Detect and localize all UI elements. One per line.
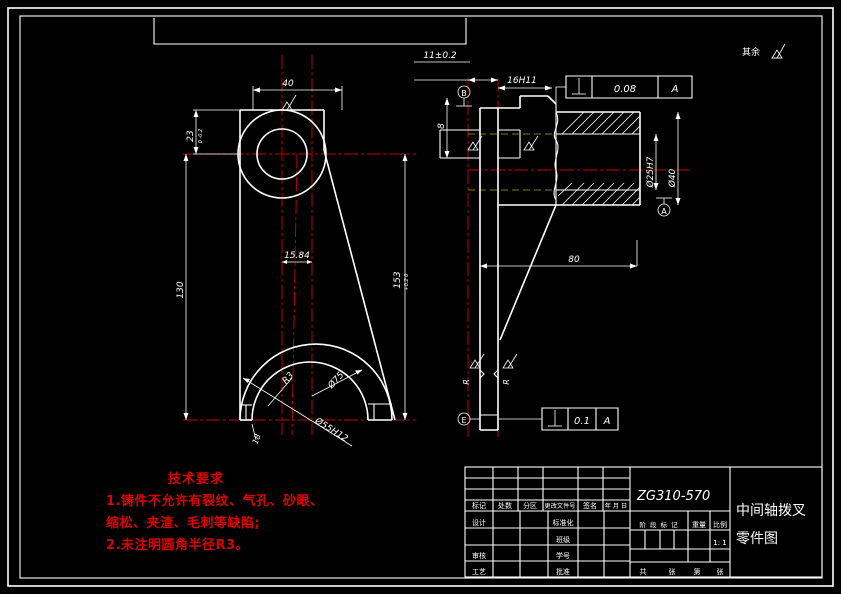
dim-side-length: 80 xyxy=(480,240,638,269)
gdt-bottom-tolerance: 0.1 xyxy=(574,416,590,427)
datum-e-label: E xyxy=(461,416,466,425)
tech-notes-line-2: 2.未注明圆角半径R3。 xyxy=(106,538,250,553)
front-view: 40 23 0 -0.2 130 153 +0.2 0 xyxy=(176,55,415,447)
datum-b-label: B xyxy=(461,89,467,98)
dim-center-offset: 15.84 xyxy=(282,251,312,264)
sheet-row-3: 张 xyxy=(717,567,724,576)
dim-23-tolerance: 0 -0.2 xyxy=(198,129,204,144)
gdt-top-datum: A xyxy=(671,84,679,95)
side-surface-left-label: R xyxy=(462,379,471,385)
stage-grid xyxy=(630,510,730,563)
stage-header-1: 重量 xyxy=(692,521,706,529)
sign-mid-1: 班级 xyxy=(556,535,570,544)
sign-left-0: 设计 xyxy=(472,518,486,527)
sign-mid-0: 标准化 xyxy=(553,518,574,527)
surface-note-label: 其余 xyxy=(742,46,760,58)
sign-mid-2: 学号 xyxy=(556,551,570,560)
dim-dia40-label: Ø40 xyxy=(667,168,678,188)
stage-header-2: 比例 xyxy=(713,520,727,529)
front-view-centerlines xyxy=(183,55,415,436)
tech-notes-line-1: 缩松、夹渣、毛刺等缺陷; xyxy=(106,516,261,531)
gdt-top-tolerance: 0.08 xyxy=(614,84,636,95)
section-hatch-bottom xyxy=(557,182,641,206)
tech-notes-header: 技术要求 xyxy=(168,472,225,487)
sheet-border xyxy=(7,7,834,587)
dim-front-height: 130 xyxy=(176,154,189,420)
stage-header-0: 阶 段 标 记 xyxy=(639,520,678,529)
dim-153-label: 153 xyxy=(393,271,403,288)
side-hidden-lines xyxy=(468,133,640,191)
part-outline xyxy=(239,109,396,421)
dim-18-label: 18 xyxy=(251,433,263,446)
datum-b-symbol: B xyxy=(456,85,472,107)
scale-value: 1: 1 xyxy=(713,539,727,547)
drawing-title-main: 中间轴拨叉 xyxy=(736,503,806,519)
tech-notes-line-0: 1.铸件不允许有裂纹、气孔、砂眼、 xyxy=(106,494,324,509)
side-surface-marks: R R xyxy=(462,135,539,385)
rev-header-0: 标记 xyxy=(472,501,486,510)
rev-header-1: 处数 xyxy=(498,501,512,510)
dim-dia25H7-label: Ø25H7 xyxy=(645,156,656,188)
side-profile xyxy=(439,95,641,431)
rev-header-3: 更改文件号 xyxy=(545,502,576,510)
signature-grid xyxy=(465,511,630,577)
gdt-frame-bottom: 0.1 A xyxy=(498,407,619,431)
surface-finish-note: 其余 xyxy=(742,43,786,59)
datum-a-symbol: A xyxy=(656,197,672,217)
rev-header-4: 签名 xyxy=(583,501,597,510)
dim-side-top: 11±0.2 xyxy=(414,51,498,83)
rev-header-5: 年 月 日 xyxy=(605,502,628,510)
side-view: 11±0.2 16H11 8 Ø25H7 Ø40 xyxy=(414,51,693,440)
section-hatch-top xyxy=(561,111,641,135)
datum-a-label: A xyxy=(661,207,667,216)
dim-1584-label: 15.84 xyxy=(284,251,310,261)
dim-23-label: 23 xyxy=(186,130,196,142)
dim-front-right: 153 +0.2 0 xyxy=(393,154,410,420)
sheet-row-0: 共 xyxy=(640,567,647,576)
dim-side-hub: Ø40 xyxy=(667,112,681,205)
dim-side-bore: Ø25H7 xyxy=(645,134,659,190)
sign-left-2: 审核 xyxy=(472,551,486,560)
rev-header-2: 分区 xyxy=(523,501,537,510)
sheet-row-1: 张 xyxy=(669,567,676,576)
dim-80-label: 80 xyxy=(568,255,580,265)
surface-symbol-hub xyxy=(281,94,297,111)
datum-e-symbol: E xyxy=(457,412,480,426)
dim-fork-small: 18 xyxy=(251,423,263,446)
dim-side-thickness: 8 xyxy=(437,98,450,158)
dim-153-tolerance: +0.2 0 xyxy=(404,274,410,291)
dim-11pm02-label: 11±0.2 xyxy=(423,51,457,61)
sign-left-3: 工艺 xyxy=(472,568,486,576)
dim-40-label: 40 xyxy=(282,79,294,89)
dim-dia55H12-label: Ø55H12 xyxy=(312,415,350,444)
dim-8-label: 8 xyxy=(437,123,447,129)
dim-16H11-label: 16H11 xyxy=(507,76,537,86)
dim-front-width: 40 xyxy=(252,79,343,110)
dim-hub-height: 23 0 -0.2 xyxy=(186,109,240,155)
sign-mid-3: 批准 xyxy=(556,567,570,576)
title-block: 标记 处数 分区 更改文件号 签名 年 月 日 设计 审核 工艺 标准化 班级 … xyxy=(464,466,823,578)
dim-R3-label: R3 xyxy=(281,371,297,387)
material-label: ZG310-570 xyxy=(636,489,710,504)
gdt-bottom-datum: A xyxy=(603,416,611,427)
drawing-title-sub: 零件图 xyxy=(736,531,778,547)
side-surface-right-label: R xyxy=(502,379,511,385)
dim-130-label: 130 xyxy=(176,281,186,298)
sheet-row-2: 第 xyxy=(694,567,701,576)
gdt-frame-top: 0.08 A xyxy=(555,75,693,104)
dim-side-slot: 16H11 xyxy=(498,76,552,91)
